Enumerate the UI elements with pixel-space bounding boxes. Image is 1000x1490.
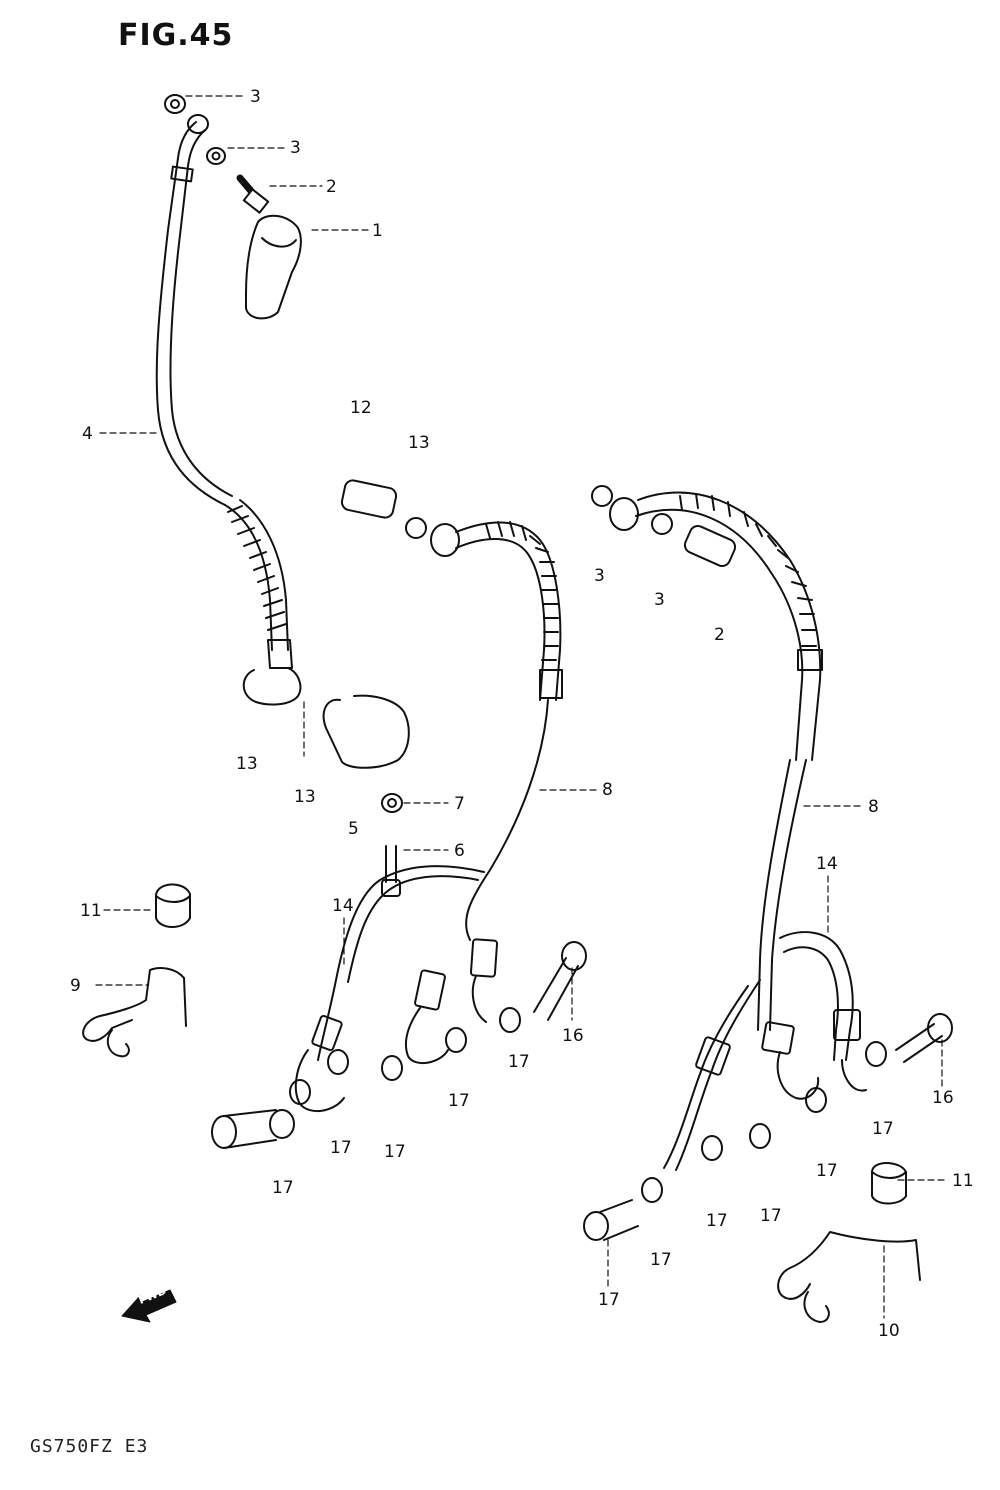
callout-label: 17 xyxy=(706,1211,728,1231)
callout-leader-lines xyxy=(95,95,949,1319)
callout-label: 17 xyxy=(650,1250,672,1270)
callout-label: 11 xyxy=(80,901,102,921)
model-code: GS750FZ E3 xyxy=(30,1436,149,1457)
union-bolts-left xyxy=(211,941,587,1149)
callout-label: 17 xyxy=(760,1206,782,1226)
callout-label: 3 xyxy=(654,590,665,610)
callout-label: 7 xyxy=(454,794,465,814)
callout-label: 17 xyxy=(872,1119,894,1139)
master-cylinder-part xyxy=(236,174,302,320)
forward-arrow-icon xyxy=(121,1289,177,1323)
callout-label: 17 xyxy=(816,1161,838,1181)
callout-label: 13 xyxy=(294,787,316,807)
callout-label: 17 xyxy=(508,1052,530,1072)
callout-label: 6 xyxy=(454,841,465,861)
callout-label: 2 xyxy=(326,177,337,197)
union-bolts-right xyxy=(583,1013,953,1241)
callout-label: 13 xyxy=(236,754,258,774)
callout-label: 3 xyxy=(594,566,605,586)
callout-label: 17 xyxy=(448,1091,470,1111)
figure-title: FIG.45 xyxy=(118,18,234,53)
callout-label: 17 xyxy=(598,1290,620,1310)
callout-label: 11 xyxy=(952,1171,974,1191)
brake-hose-upper xyxy=(155,114,410,769)
callout-label: 17 xyxy=(272,1178,294,1198)
callout-label: 10 xyxy=(878,1321,900,1341)
brake-hose-left xyxy=(294,479,563,1113)
hose-clamp-right xyxy=(777,1162,921,1323)
callout-label: 5 xyxy=(348,819,359,839)
callout-label: 17 xyxy=(384,1142,406,1162)
bolt-washer-part xyxy=(381,793,403,897)
callout-label: 9 xyxy=(70,976,81,996)
callout-label: 14 xyxy=(816,854,838,874)
callout-label: 16 xyxy=(562,1026,584,1046)
callout-label: 16 xyxy=(932,1088,954,1108)
callout-label: 17 xyxy=(330,1138,352,1158)
callout-label: 3 xyxy=(290,138,301,158)
callout-label: 13 xyxy=(408,433,430,453)
washer-part xyxy=(164,94,226,165)
callout-label: 3 xyxy=(250,87,261,107)
callout-label: 1 xyxy=(372,221,383,241)
callout-label: 2 xyxy=(714,625,725,645)
brake-hose-right xyxy=(591,485,867,1171)
hose-clamp-left xyxy=(82,883,191,1058)
callout-label: 8 xyxy=(868,797,879,817)
callout-label: 12 xyxy=(350,398,372,418)
callout-label: 4 xyxy=(82,424,93,444)
callout-label: 14 xyxy=(332,896,354,916)
callout-label: 8 xyxy=(602,780,613,800)
